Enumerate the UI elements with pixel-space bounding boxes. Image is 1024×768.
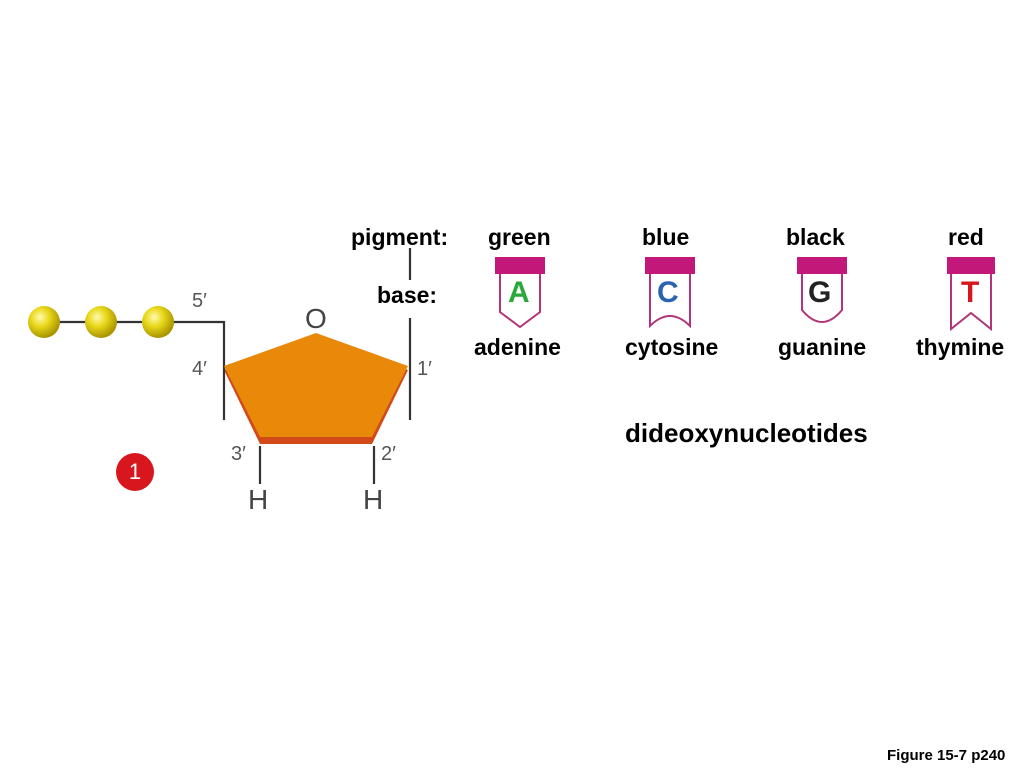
tag-body-forked: [950, 274, 992, 332]
base-tag-guanine: [797, 257, 847, 323]
sugar-ring-fill: [224, 333, 408, 437]
pigment-green: green: [488, 224, 551, 250]
phosphate-ball-3: [142, 306, 174, 338]
pigment-red: red: [948, 224, 984, 250]
tag-cap: [947, 257, 995, 274]
base-name-adenine: adenine: [474, 334, 561, 360]
step-number-badge: 1: [116, 453, 154, 491]
base-name-guanine: guanine: [778, 334, 867, 360]
base-tag-thymine: [947, 257, 995, 332]
phosphate-ball-2: [85, 306, 117, 338]
c2-hydrogen-label: H: [363, 484, 384, 515]
carbon-5-label: 5′: [192, 290, 207, 312]
diagram-title: dideoxynucleotides: [625, 418, 868, 448]
base-name-cytosine: cytosine: [625, 334, 719, 360]
carbon-2-label: 2′: [381, 443, 396, 465]
c3-hydrogen-label: H: [248, 484, 269, 515]
tag-body-pointed: [499, 274, 541, 329]
pigment-blue: blue: [642, 224, 690, 250]
carbon-3-label: 3′: [231, 443, 246, 465]
pigment-row-label: pigment:: [351, 224, 449, 250]
base-letter-a: A: [508, 276, 530, 309]
tag-cap: [797, 257, 847, 274]
base-tag-adenine: [495, 257, 545, 329]
ring-oxygen-label: O: [305, 303, 327, 334]
carbon-1-label: 1′: [417, 358, 432, 380]
base-name-thymine: thymine: [916, 334, 1005, 360]
base-letter-g: G: [808, 276, 832, 309]
tag-cap: [645, 257, 695, 274]
tag-body-rounded: [801, 274, 843, 323]
tag-body-notched: [649, 274, 691, 329]
base-row-label: base:: [377, 282, 438, 308]
figure-caption: Figure 15-7 p240: [887, 747, 1006, 764]
carbon-4-label: 4′: [192, 358, 207, 380]
pigment-black: black: [786, 224, 845, 250]
base-tag-cytosine: [645, 257, 695, 329]
deoxyribose-ring: [222, 248, 412, 484]
base-letter-t: T: [961, 276, 980, 309]
triphosphate-chain: [28, 306, 226, 370]
tag-cap: [495, 257, 545, 274]
base-letter-c: C: [657, 276, 679, 309]
phosphate-ball-1: [28, 306, 60, 338]
